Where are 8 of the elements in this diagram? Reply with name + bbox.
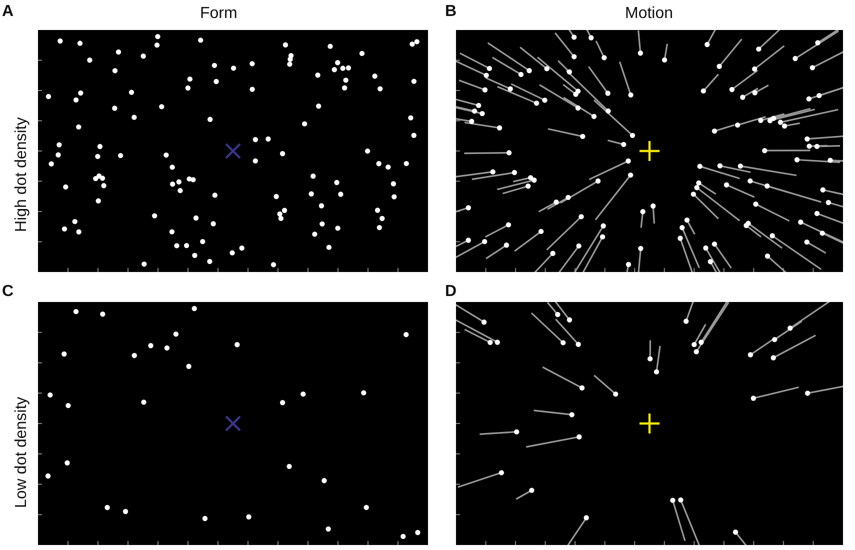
panel-letter: B <box>445 4 457 20</box>
row-label: Low dot density <box>14 396 30 508</box>
column-label: Motion <box>625 6 674 22</box>
panel-letter: A <box>2 4 14 20</box>
panel-letter: C <box>2 284 14 300</box>
panel-letter: D <box>445 284 457 300</box>
row-label: High dot density <box>14 117 30 232</box>
column-label: Form <box>200 6 238 22</box>
